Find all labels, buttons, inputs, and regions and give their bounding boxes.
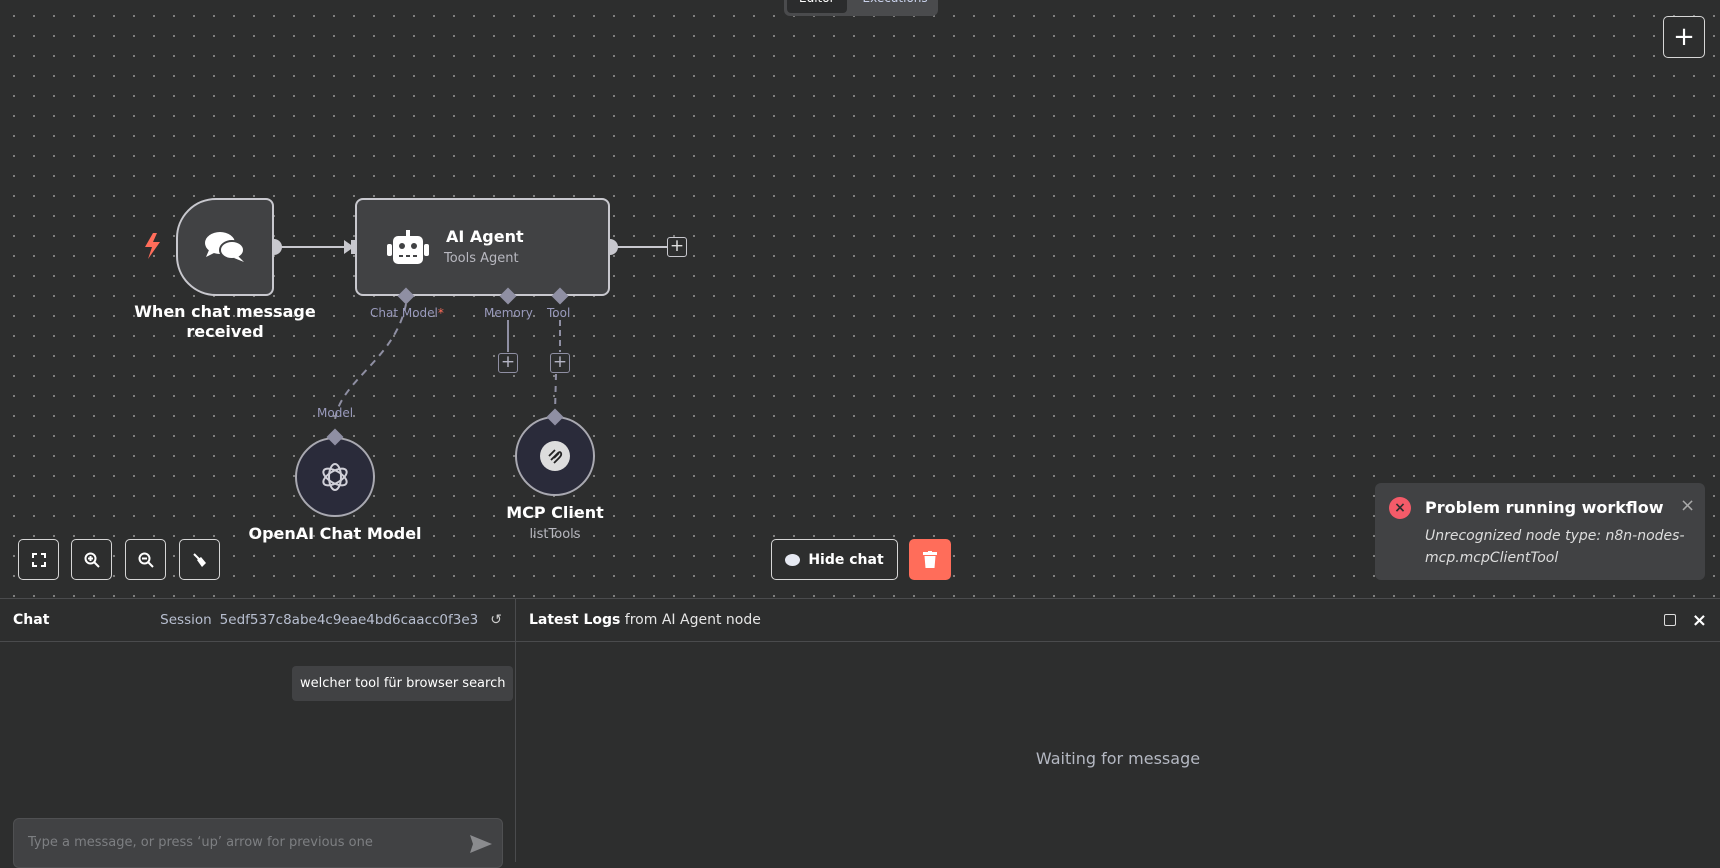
lightning-icon	[145, 233, 160, 259]
openai-title: OpenAI Chat Model	[248, 524, 422, 543]
logs-title-rest: from AI Agent node	[620, 612, 761, 628]
send-icon[interactable]	[470, 835, 492, 853]
node-ai-agent[interactable]: AI Agent Tools Agent	[355, 198, 610, 296]
mcp-title: MCP Client	[506, 503, 604, 522]
openai-icon	[322, 463, 348, 491]
edge-arrow	[344, 240, 354, 254]
zoom-in-icon	[84, 552, 100, 568]
logs-empty-state: Waiting for message	[1035, 749, 1201, 768]
error-icon: ×	[1389, 497, 1411, 519]
chat-panel: Chat Session 5edf537c8abe4c9eae4bd6caacc…	[0, 599, 516, 868]
chat-input[interactable]: Type a message, or press ‘up’ arrow for …	[13, 818, 503, 868]
trash-icon	[923, 551, 937, 568]
node-openai-chat-model[interactable]	[295, 437, 375, 517]
node-chat-trigger[interactable]	[176, 198, 274, 296]
hide-chat-label: Hide chat	[808, 551, 884, 568]
session-id: 5edf537c8abe4c9eae4bd6caacc0f3e3	[219, 612, 479, 628]
agent-title: AI Agent	[446, 227, 524, 246]
logs-title-bold: Latest Logs	[529, 612, 621, 628]
chat-model-label: Chat Model*	[370, 306, 444, 320]
toast-message: Unrecognized node type: n8n-nodes-mcp.mc…	[1425, 528, 1685, 566]
workflow-canvas[interactable]: Editor Executions + When chat message re…	[0, 0, 1720, 598]
chat-bubble-icon	[785, 553, 801, 566]
tool-label: Tool	[547, 306, 571, 320]
add-tool-button[interactable]: +	[550, 353, 570, 373]
robot-icon	[387, 230, 429, 264]
broom-icon	[192, 552, 206, 567]
plus-icon: +	[1673, 22, 1695, 52]
chat-message-user: welcher tool für browser search	[292, 666, 514, 701]
chat-bubbles-icon	[205, 232, 245, 262]
hide-chat-button[interactable]: Hide chat	[771, 539, 898, 580]
chat-header: Chat Session 5edf537c8abe4c9eae4bd6caacc…	[0, 599, 515, 642]
zoom-in-button[interactable]	[71, 539, 112, 580]
session-label: Session	[160, 612, 212, 628]
model-handle-label: Model	[317, 406, 354, 420]
tab-editor[interactable]: Editor	[787, 0, 847, 13]
mcp-subtitle: listTools	[529, 527, 581, 542]
memory-label: Memory	[484, 306, 533, 320]
view-tabs: Editor Executions	[784, 0, 938, 16]
toast-close-button[interactable]: ×	[1680, 495, 1696, 516]
chat-input-placeholder: Type a message, or press ‘up’ arrow for …	[28, 835, 373, 850]
logs-panel: Latest Logs from AI Agent node × Waiting…	[516, 599, 1720, 862]
agent-subtitle: Tools Agent	[444, 251, 519, 266]
edge-model	[334, 303, 407, 421]
fit-view-button[interactable]	[18, 539, 59, 580]
zoom-out-icon	[138, 552, 154, 568]
mcp-icon	[540, 441, 570, 471]
toast-title: Problem running workflow	[1425, 498, 1664, 517]
edge-tool	[554, 373, 557, 413]
add-memory-button[interactable]: +	[498, 353, 518, 373]
tidy-up-button[interactable]	[179, 539, 220, 580]
logs-header: Latest Logs from AI Agent node ×	[516, 599, 1720, 642]
open-logs-icon[interactable]	[1663, 614, 1676, 626]
add-next-node-button[interactable]: +	[667, 237, 687, 257]
fit-view-icon	[31, 552, 46, 567]
node-mcp-client[interactable]	[515, 416, 595, 496]
delete-execution-button[interactable]	[909, 539, 951, 580]
zoom-out-button[interactable]	[125, 539, 166, 580]
chat-title: Chat	[13, 612, 50, 628]
close-panel-icon[interactable]: ×	[1691, 609, 1707, 631]
tab-executions[interactable]: Executions	[851, 0, 940, 13]
add-node-button[interactable]: +	[1663, 16, 1705, 58]
bottom-panel: Chat Session 5edf537c8abe4c9eae4bd6caacc…	[0, 598, 1720, 868]
trigger-title: When chat message received	[134, 302, 316, 341]
agent-input-handle	[351, 240, 357, 254]
refresh-session-icon[interactable]: ↺	[490, 612, 502, 628]
error-toast: × Problem running workflow × Unrecognize…	[1375, 483, 1705, 580]
